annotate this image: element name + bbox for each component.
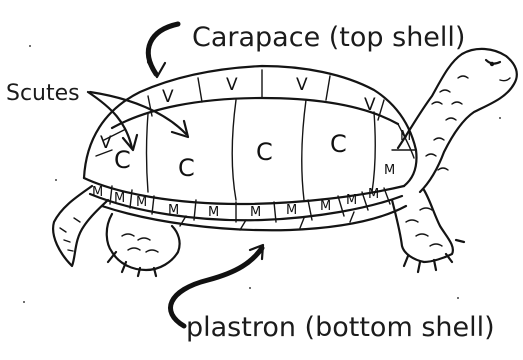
plastron-label: plastron (bottom shell) (186, 312, 495, 343)
scute-letter-m: M (136, 195, 147, 210)
scute-letter-c: C (114, 146, 131, 174)
scute-letter-v: V (226, 75, 238, 95)
scute-letter-m: M (250, 205, 261, 220)
front-leg (392, 190, 464, 272)
scute-letter-c: C (330, 130, 347, 158)
scute-letter-v: V (100, 133, 112, 153)
scute-letter-m: M (384, 163, 395, 178)
central-scute-letters: C C C C (114, 130, 347, 182)
carapace-label: Carapace (top shell) (192, 22, 465, 53)
scute-letter-m: M (114, 191, 125, 206)
head-and-neck (398, 49, 517, 192)
scute-letter-m: M (368, 187, 379, 202)
scute-letter-m: M (286, 203, 297, 218)
carapace-arrow (148, 24, 178, 77)
scute-letter-m: M (168, 203, 179, 218)
scute-letter-c: C (256, 138, 273, 166)
scute-letter-m: M (320, 199, 331, 214)
scute-letter-v: V (162, 87, 174, 107)
scute-letter-m: M (400, 129, 411, 144)
scute-letter-v: V (364, 95, 376, 115)
back-leg (107, 214, 180, 276)
scute-letter-v: V (296, 75, 308, 95)
scutes-label: Scutes (6, 81, 80, 106)
scute-letter-c: C (178, 154, 195, 182)
scute-letter-m: M (92, 185, 103, 200)
scute-letter-m: M (346, 193, 357, 208)
scute-letter-m: M (208, 205, 219, 220)
